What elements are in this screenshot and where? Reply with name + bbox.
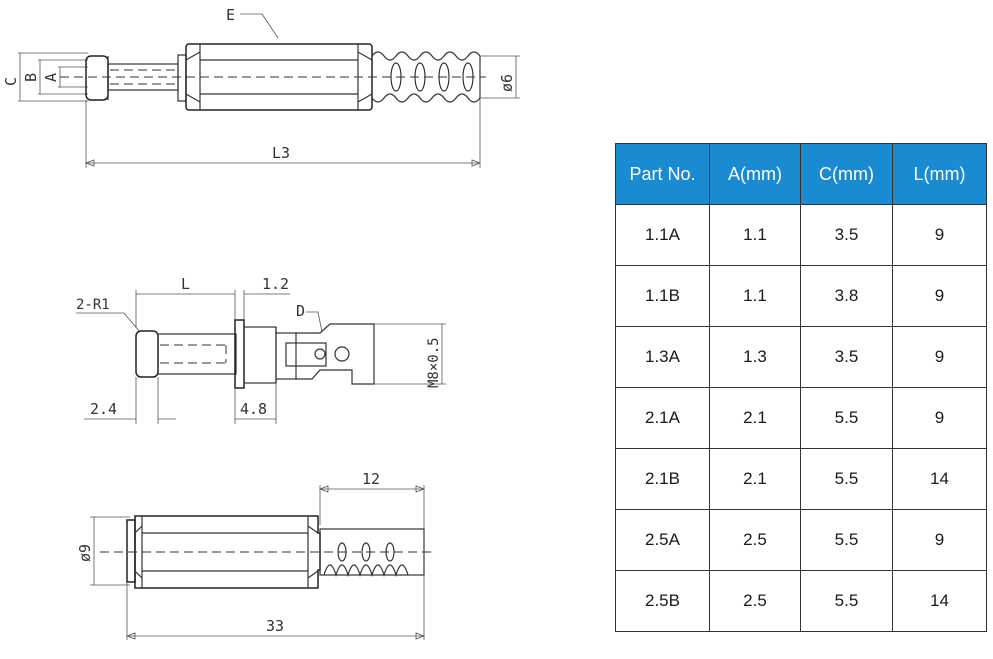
cell-a: 1.1	[709, 204, 801, 266]
cell-c: 5.5	[800, 509, 893, 571]
drawing-middle-plug-sectional	[76, 290, 446, 424]
header-part-no: Part No.	[615, 143, 710, 205]
cell-part-no: 1.1B	[615, 265, 710, 327]
label-a: A	[42, 73, 60, 82]
label-2-4: 2.4	[90, 400, 117, 418]
cell-part-no: 2.5B	[615, 570, 710, 632]
label-d: D	[296, 302, 305, 320]
cell-a: 2.5	[709, 570, 801, 632]
cell-a: 1.3	[709, 326, 801, 388]
drawing-bottom-jack-side-view	[90, 485, 436, 640]
label-b: B	[22, 73, 40, 82]
header-a-mm: A(mm)	[709, 143, 801, 205]
cell-l: 14	[892, 570, 987, 632]
table-row: 1.1B 1.1 3.8 9	[615, 265, 987, 327]
cell-l: 14	[892, 448, 987, 510]
table-row: 1.3A 1.3 3.5 9	[615, 326, 987, 388]
table-header-row: Part No. A(mm) C(mm) L(mm)	[615, 143, 987, 205]
table-row: 2.5B 2.5 5.5 14	[615, 570, 987, 632]
table-row: 2.1A 2.1 5.5 9	[615, 387, 987, 449]
label-4-8: 4.8	[240, 400, 267, 418]
cell-part-no: 1.1A	[615, 204, 710, 266]
table-row: 2.5A 2.5 5.5 9	[615, 509, 987, 571]
table-row: 1.1A 1.1 3.5 9	[615, 204, 987, 266]
cell-part-no: 2.1B	[615, 448, 710, 510]
label-2-r1: 2-R1	[76, 297, 110, 313]
label-dia9: ø9	[76, 544, 94, 562]
label-33: 33	[266, 617, 284, 635]
cell-l: 9	[892, 509, 987, 571]
cell-l: 9	[892, 387, 987, 449]
header-c-mm: C(mm)	[800, 143, 893, 205]
cell-a: 2.1	[709, 387, 801, 449]
cell-l: 9	[892, 326, 987, 388]
cell-c: 3.5	[800, 326, 893, 388]
part-spec-table: Part No. A(mm) C(mm) L(mm) 1.1A 1.1 3.5 …	[615, 143, 987, 632]
cell-c: 3.5	[800, 204, 893, 266]
header-l-mm: L(mm)	[892, 143, 987, 205]
label-l: L	[181, 275, 190, 293]
label-1-2: 1.2	[262, 275, 289, 293]
cell-c: 5.5	[800, 387, 893, 449]
cell-a: 1.1	[709, 265, 801, 327]
label-l3: L3	[272, 144, 290, 162]
label-e: E	[226, 6, 235, 24]
cell-part-no: 2.5A	[615, 509, 710, 571]
label-12: 12	[362, 470, 380, 488]
label-m8x0-5: M8×0.5	[426, 337, 442, 388]
cell-a: 2.1	[709, 448, 801, 510]
cell-c: 5.5	[800, 570, 893, 632]
label-c: C	[2, 77, 20, 86]
cell-c: 5.5	[800, 448, 893, 510]
cell-part-no: 1.3A	[615, 326, 710, 388]
cell-l: 9	[892, 204, 987, 266]
table-row: 2.1B 2.1 5.5 14	[615, 448, 987, 510]
drawing-top-plug-side-view	[18, 13, 520, 168]
cell-a: 2.5	[709, 509, 801, 571]
cell-l: 9	[892, 265, 987, 327]
cell-part-no: 2.1A	[615, 387, 710, 449]
cell-c: 3.8	[800, 265, 893, 327]
label-dia6: ø6	[498, 74, 516, 92]
